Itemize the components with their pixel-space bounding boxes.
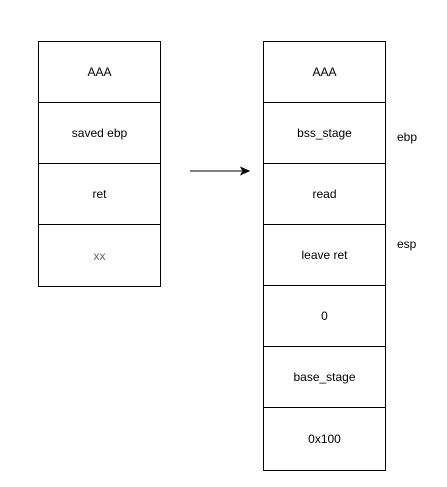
- right-stack-cell: leave ret: [264, 225, 385, 286]
- left-stack-cell: xx: [93, 248, 106, 263]
- right-stack-cell: bss_stage: [264, 103, 385, 164]
- right-arrow-icon: [190, 166, 251, 176]
- right-stack-cell: AAA: [264, 42, 385, 103]
- ebp-pointer-label: ebp: [397, 130, 418, 144]
- right-stack-cell: read: [264, 164, 385, 225]
- left-stack-cell: saved ebp: [39, 103, 160, 164]
- right-stack-diagram: AAA bss_stage read leave ret 0 base_stag…: [263, 41, 386, 471]
- right-stack-cell: 0: [264, 286, 385, 347]
- right-stack-cell: 0x100: [308, 431, 341, 446]
- right-stack-cell: base_stage: [264, 347, 385, 408]
- left-stack-cell: AAA: [39, 42, 160, 103]
- left-stack-cell: ret: [39, 164, 160, 225]
- esp-pointer-label: esp: [397, 237, 417, 251]
- left-stack-diagram: AAA saved ebp ret xx: [38, 41, 161, 287]
